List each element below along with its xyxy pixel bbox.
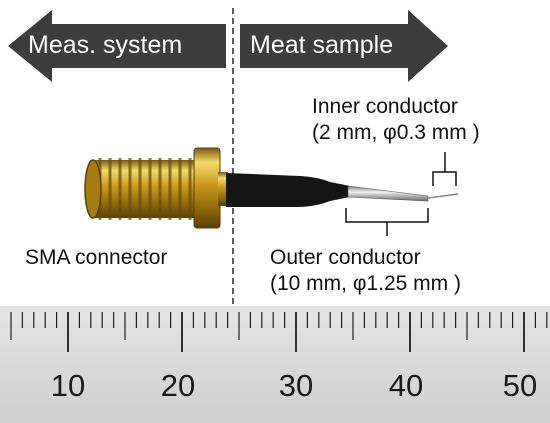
ruler-number: 30 <box>278 368 314 403</box>
inner-conductor-bracket <box>432 152 457 186</box>
outer-conductor-bracket <box>345 208 429 236</box>
meat-sample-label: Meat sample <box>250 31 394 59</box>
inner-conductor-spec: (2 mm, φ0.3 mm ) <box>312 121 480 144</box>
ruler <box>0 306 550 423</box>
ruler-number: 20 <box>160 368 196 403</box>
ruler-number: 40 <box>388 368 424 403</box>
inner-conductor-wire <box>427 193 459 199</box>
outer-conductor-spec: (10 mm, φ1.25 mm ) <box>270 272 461 295</box>
inner-conductor-label: Inner conductor <box>312 95 458 118</box>
left-arrow <box>8 10 226 82</box>
ruler-number: 10 <box>50 368 86 403</box>
probe-cable <box>226 173 350 207</box>
ruler-number: 50 <box>502 368 538 403</box>
meas-system-label: Meas. system <box>28 31 183 59</box>
sma-connector-label: SMA connector <box>25 246 168 269</box>
right-arrow <box>240 10 448 82</box>
outer-conductor-label: Outer conductor <box>270 246 421 269</box>
sma-connector <box>84 147 228 229</box>
outer-conductor-rod <box>347 185 429 202</box>
